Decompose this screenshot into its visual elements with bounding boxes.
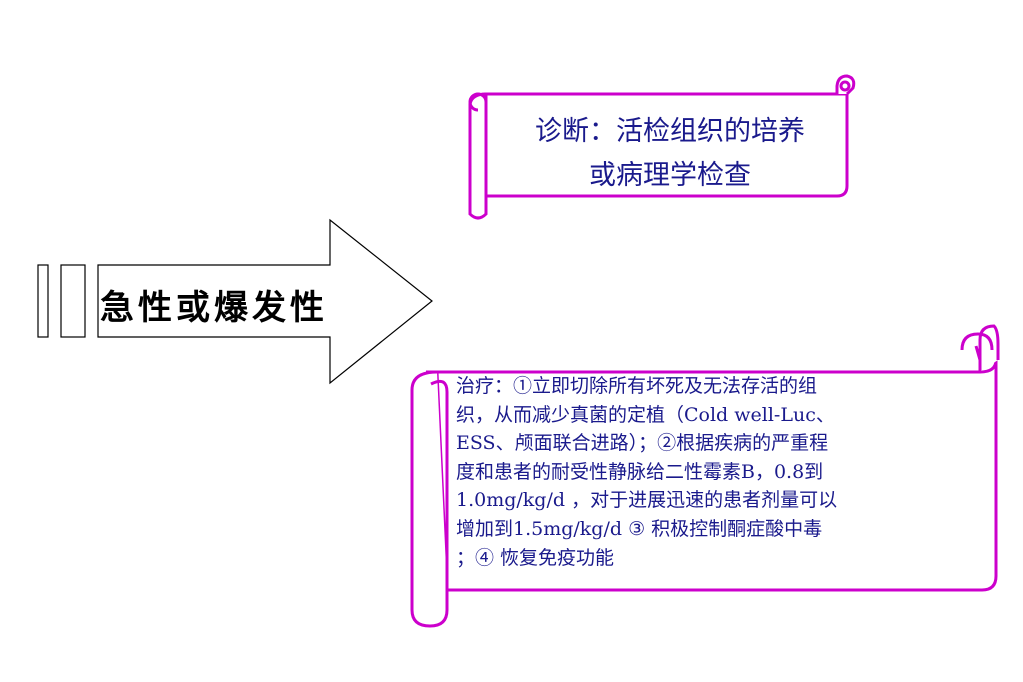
arrow-label: 急性或爆发性 [100, 288, 328, 328]
diagnosis-line-2: 或病理学检查 [589, 160, 751, 191]
diagnosis-line-1: 诊断：活检组织的培养 [535, 116, 805, 147]
arrow-body [97, 218, 433, 385]
treatment-scroll [410, 324, 1000, 628]
block-arrow [37, 218, 433, 385]
diagnosis-scroll [468, 74, 856, 220]
diagnosis-text: 诊断：活检组织的培养 或病理学检查 [490, 110, 850, 198]
arrow-stripe-2 [60, 264, 86, 338]
treatment-text: 治疗：①立即切除所有坏死及无法存活的组 织，从而减少真菌的定植（Cold wel… [456, 375, 838, 569]
arrow-stripe-1 [37, 264, 49, 338]
